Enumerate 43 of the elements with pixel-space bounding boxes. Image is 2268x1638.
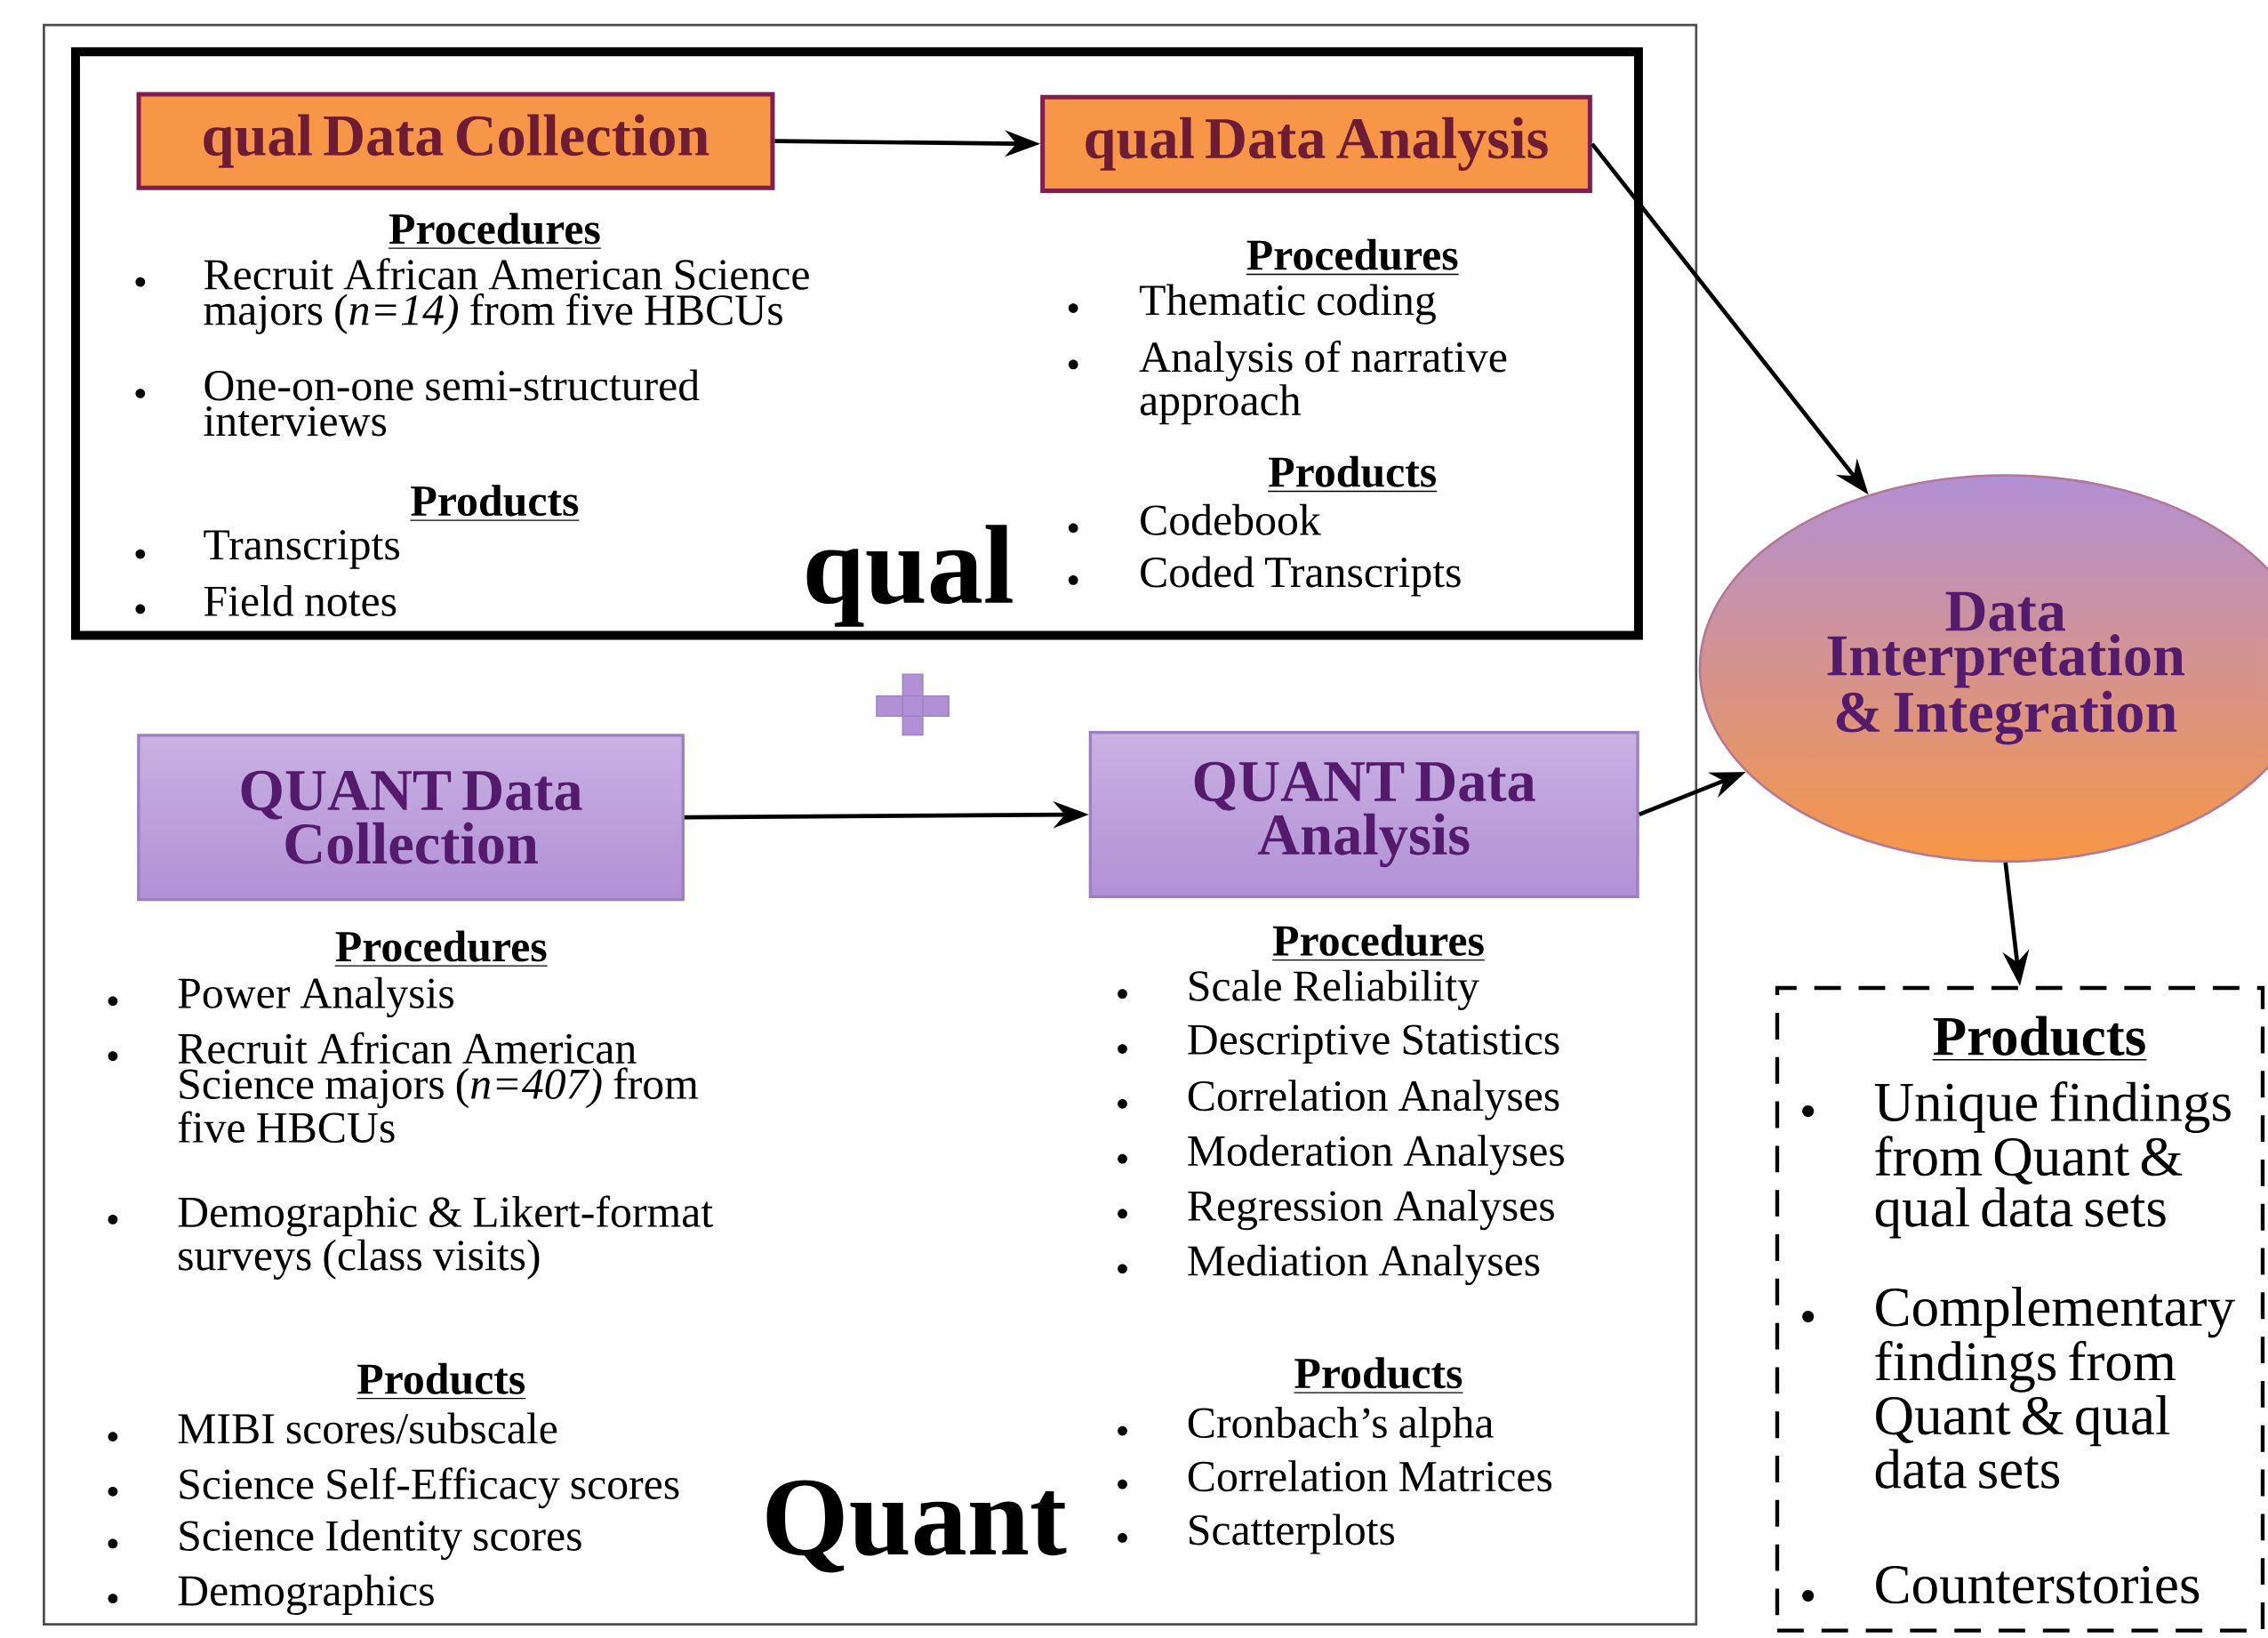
process-box: QUANT Data Collection	[137, 734, 685, 902]
bullet-item: Counterstories	[1802, 1566, 2200, 1604]
bullet-item: Correlation Matrices	[1118, 1460, 1552, 1492]
process-box: QUANT Data Analysis	[1088, 731, 1639, 899]
section-heading: Procedures	[334, 930, 549, 967]
section-heading: Procedures	[388, 213, 602, 250]
bullet-item: Regression Analyses	[1118, 1190, 1554, 1231]
bullet-item: Coded Transcripts	[1068, 556, 1461, 597]
bullet-item: Scale Reliability	[1118, 969, 1479, 1011]
group-label: Quant	[766, 1480, 1067, 1573]
bullet-item: One-on-one semi-structured interviews	[135, 369, 700, 437]
bullet-item: Complementary findings from Quant & qual data sets	[1802, 1287, 2235, 1489]
bullet-item: Recruit African American Science majors (n=14) from five HBCUs	[135, 258, 809, 334]
bullet-item: Cronbach’s alpha	[1118, 1407, 1494, 1448]
bullet-item: Thematic coding	[1068, 284, 1436, 325]
section-heading: Procedures	[1246, 238, 1460, 276]
section-heading: Products	[1293, 1357, 1464, 1393]
bullet-item: Field notes	[135, 585, 397, 617]
bullet-item: Power Analysis	[108, 977, 453, 1018]
bullet-item: Correlation Analyses	[1118, 1080, 1559, 1120]
bullet-item: Unique findings from Quant & qual data sets	[1802, 1081, 2231, 1239]
bullet-item: Mediation Analyses	[1118, 1245, 1540, 1286]
bullet-item: Science Self-Efficacy scores	[108, 1467, 679, 1509]
section-heading: Procedures	[1271, 925, 1486, 961]
process-box: qual Data Collection	[136, 92, 775, 190]
process-box: qual Data Analysis	[1040, 94, 1592, 194]
bullet-item: Descriptive Statistics	[1118, 1024, 1559, 1064]
products-box	[1775, 986, 2265, 1633]
bullet-item: MIBI scores/subscale	[108, 1412, 557, 1444]
section-heading: Products	[356, 1363, 526, 1400]
bullet-item: Demographics	[108, 1574, 434, 1616]
bullet-item: Moderation Analyses	[1118, 1135, 1564, 1176]
bullet-item: Transcripts	[135, 530, 399, 569]
section-heading: Products	[1931, 1016, 2147, 1061]
bullet-item: Science Identity scores	[108, 1520, 581, 1561]
section-heading: Products	[1267, 455, 1438, 493]
bullet-item: Demographic & Likert-format surveys (class visits)	[108, 1195, 713, 1281]
section-heading: Products	[409, 485, 581, 521]
bullet-item: Analysis of narrative approach	[1068, 341, 1507, 425]
group-label: qual	[806, 525, 1013, 627]
bullet-item: Scatterplots	[1118, 1514, 1395, 1554]
bullet-item: Recruit African American Science majors (n=407) from five HBCUs	[108, 1032, 699, 1144]
bullet-item: Codebook	[1068, 504, 1321, 535]
